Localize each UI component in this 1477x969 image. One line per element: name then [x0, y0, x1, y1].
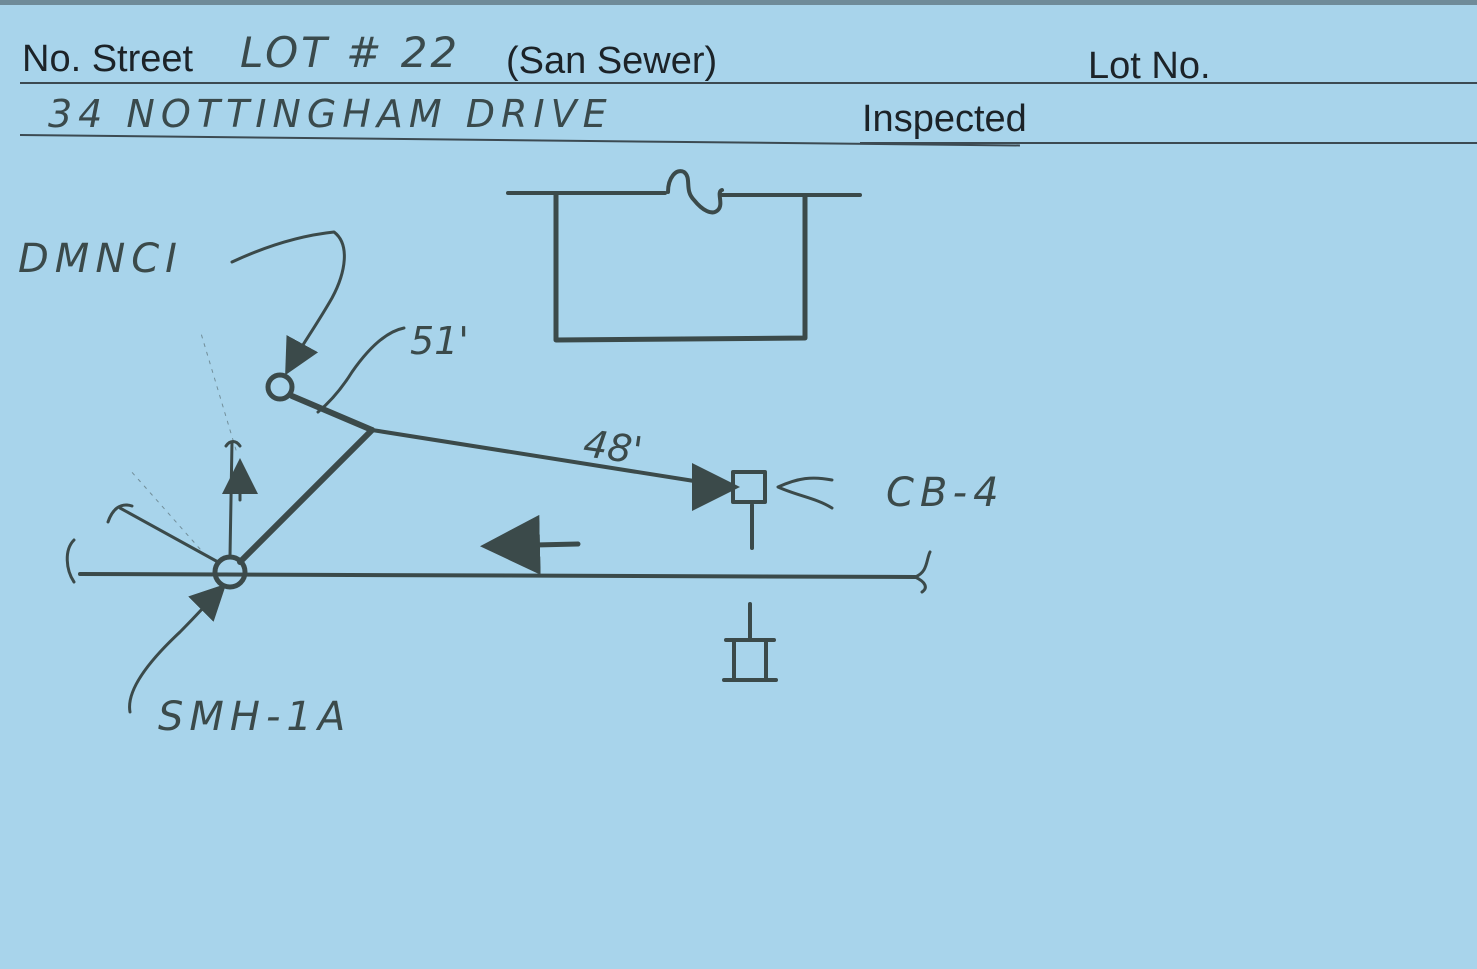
north-arrow-icon	[666, 169, 724, 215]
address-value: 34 NOTTINGHAM DRIVE	[48, 92, 613, 136]
sewer-main-line	[78, 572, 917, 579]
card-top-edge	[0, 0, 1477, 5]
building-outline	[506, 191, 862, 343]
cleanout-circle	[265, 372, 295, 402]
line-street	[20, 82, 1477, 84]
line-inspected	[860, 142, 1477, 144]
catch-basin-box	[731, 470, 767, 504]
street-note: (San Sewer)	[506, 40, 718, 82]
dmnci-leader	[230, 230, 346, 376]
inspected-label: Inspected	[862, 98, 1027, 140]
lot-label: Lot No.	[1088, 45, 1211, 87]
flow-arrow-icon	[480, 514, 581, 575]
manhole-circle	[212, 554, 248, 590]
length-51-leader	[316, 326, 406, 414]
smh-label: SMH-1A	[158, 694, 351, 740]
cb-leader	[776, 476, 834, 510]
street-label: No. Street	[22, 38, 194, 80]
lower-catch-basin-icon	[722, 638, 778, 682]
street-value: LOT # 22	[240, 28, 461, 77]
length-51-label: 51'	[410, 319, 469, 363]
cb-label: CB-4	[886, 470, 1005, 516]
dmnci-label: DMNCI	[18, 236, 183, 282]
smh-leader	[128, 583, 227, 714]
length-48-label: 48'	[581, 421, 645, 473]
